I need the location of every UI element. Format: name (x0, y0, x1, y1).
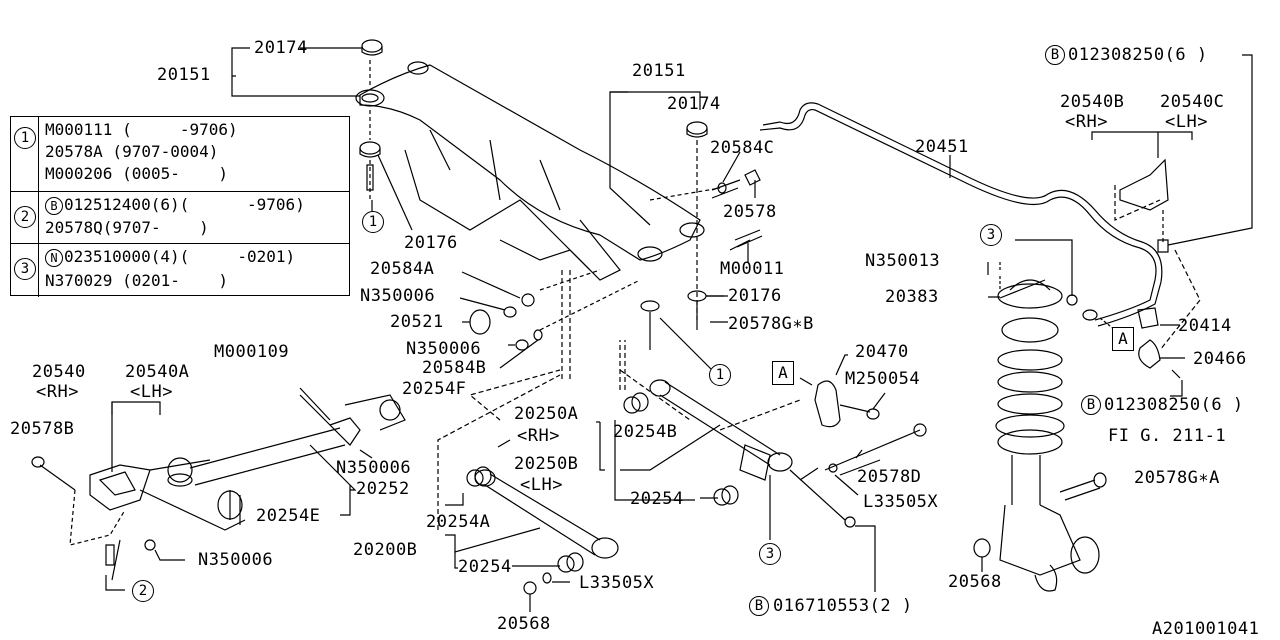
lateral-link-20250 (596, 340, 927, 592)
bolt-code-marker: B (749, 596, 769, 616)
part-label-012308250[interactable]: 012308250(6 ) (1068, 45, 1208, 65)
part-label-20578G-B[interactable]: 20578G∗B (728, 314, 814, 334)
part-label-N350006[interactable]: N350006 (336, 458, 412, 478)
part-label-20254[interactable]: 20254 (630, 489, 684, 509)
part-label-20568[interactable]: 20568 (497, 614, 551, 634)
legend-line: 20578A (9707-0004) (45, 142, 219, 161)
bracket-20540BC (1091, 54, 1253, 351)
bolt-code-marker: B (1081, 395, 1101, 415)
part-label-20174[interactable]: 20174 (667, 94, 721, 114)
ref-1-callout: 1 (362, 211, 384, 233)
part-label-20250B[interactable]: 20250B (514, 454, 579, 474)
reference-box-A: A (772, 361, 794, 385)
part-label-20568[interactable]: 20568 (948, 572, 1002, 592)
mount-bushings-left (359, 39, 413, 231)
part-label-20151[interactable]: 20151 (632, 61, 686, 81)
legend-table: 1 M000111 ( -9706) 20578A (9707-0004) M0… (10, 116, 350, 297)
part-label-20414[interactable]: 20414 (1178, 316, 1232, 336)
part-label-M250054[interactable]: M250054 (845, 369, 921, 389)
ref-2-marker: 2 (14, 206, 36, 228)
part-label-20470[interactable]: 20470 (855, 342, 909, 362)
link-20470 (799, 354, 886, 428)
part-label-20578D[interactable]: 20578D (857, 467, 922, 487)
part-label-20176[interactable]: 20176 (728, 286, 782, 306)
lower-arm-20200B (437, 270, 619, 612)
part-label-N350006[interactable]: N350006 (198, 550, 274, 570)
part-label-20254F[interactable]: 20254F (402, 379, 467, 399)
legend-row-1: 1 M000111 ( -9706) 20578A (9707-0004) M0… (11, 117, 349, 191)
mount-bushings-mid (609, 91, 751, 373)
part-label-20451[interactable]: 20451 (915, 137, 969, 157)
part-label-20540A[interactable]: 20540A (125, 362, 190, 382)
part-label-20578G-A[interactable]: 20578G∗A (1134, 468, 1220, 488)
legend-line: N370029 (0201- ) (45, 271, 229, 290)
part-label-N350013[interactable]: N350013 (865, 251, 941, 271)
part-label-20176[interactable]: 20176 (404, 233, 458, 253)
legend-line: M000111 ( -9706) (45, 120, 238, 139)
reference-box-A: A (1112, 327, 1134, 351)
figure-reference-211-1[interactable]: FI G. 211-1 (1108, 426, 1227, 446)
side-rh: <RH> (1065, 112, 1108, 132)
part-label-20174[interactable]: 20174 (254, 38, 308, 58)
stabilizer-bar (759, 102, 1163, 327)
crossmember (355, 61, 705, 281)
part-label-016710553[interactable]: 016710553(2 ) (773, 596, 913, 616)
part-label-20466[interactable]: 20466 (1193, 349, 1247, 369)
part-label-20383[interactable]: 20383 (885, 287, 939, 307)
nut-code-marker: N (45, 248, 63, 267)
figure-code: A201001041 (1152, 619, 1260, 639)
part-label-20540B[interactable]: 20540B (1060, 92, 1125, 112)
bolt-code-marker: B (1045, 45, 1065, 65)
legend-line: M000206 (0005- ) (45, 164, 229, 183)
part-label-20254B[interactable]: 20254B (613, 422, 678, 442)
ref-1-marker: 1 (14, 127, 36, 149)
part-label-20578[interactable]: 20578 (723, 202, 777, 222)
part-label-M00011[interactable]: M00011 (720, 259, 785, 279)
part-label-20254A[interactable]: 20254A (426, 512, 491, 532)
side-lh: <LH> (1165, 112, 1208, 132)
part-label-012308250[interactable]: 012308250(6 ) (1104, 395, 1244, 415)
ref-3-callout: 3 (980, 224, 1002, 246)
part-label-20250A[interactable]: 20250A (514, 404, 579, 424)
strut-assembly (973, 262, 1107, 592)
part-label-20540[interactable]: 20540 (32, 362, 86, 382)
side-rh: <RH> (36, 382, 79, 402)
small-fasteners (459, 151, 763, 369)
part-label-L33505X[interactable]: L33505X (863, 492, 939, 512)
part-label-20254[interactable]: 20254 (458, 557, 512, 577)
part-label-20151[interactable]: 20151 (157, 65, 211, 85)
ref-3-marker: 3 (14, 258, 36, 280)
ref-1-callout: 1 (709, 364, 731, 386)
bolt-code-marker: B (45, 196, 63, 215)
part-label-20584A[interactable]: 20584A (370, 259, 435, 279)
side-rh: <RH> (517, 426, 560, 446)
side-lh: <LH> (520, 475, 563, 495)
ref-3-callout: 3 (759, 543, 781, 565)
part-label-20578B[interactable]: 20578B (10, 419, 75, 439)
legend-line: 20578Q(9707- ) (45, 218, 209, 237)
side-lh: <LH> (130, 382, 173, 402)
leader-20151-left (231, 47, 362, 97)
part-label-20584B[interactable]: 20584B (422, 358, 487, 378)
part-label-M000109[interactable]: M000109 (214, 342, 290, 362)
part-label-20254E[interactable]: 20254E (256, 506, 321, 526)
part-label-20540C[interactable]: 20540C (1160, 92, 1225, 112)
part-label-20521[interactable]: 20521 (390, 312, 444, 332)
part-label-L33505X[interactable]: L33505X (579, 573, 655, 593)
trailing-link-20252 (31, 387, 406, 591)
part-label-20252[interactable]: 20252 (356, 479, 410, 499)
part-label-20200B[interactable]: 20200B (353, 540, 418, 560)
ref-2-callout: 2 (132, 580, 154, 602)
part-label-20584C[interactable]: 20584C (710, 138, 775, 158)
part-label-N350006[interactable]: N350006 (360, 286, 436, 306)
part-label-N350006[interactable]: N350006 (406, 339, 482, 359)
